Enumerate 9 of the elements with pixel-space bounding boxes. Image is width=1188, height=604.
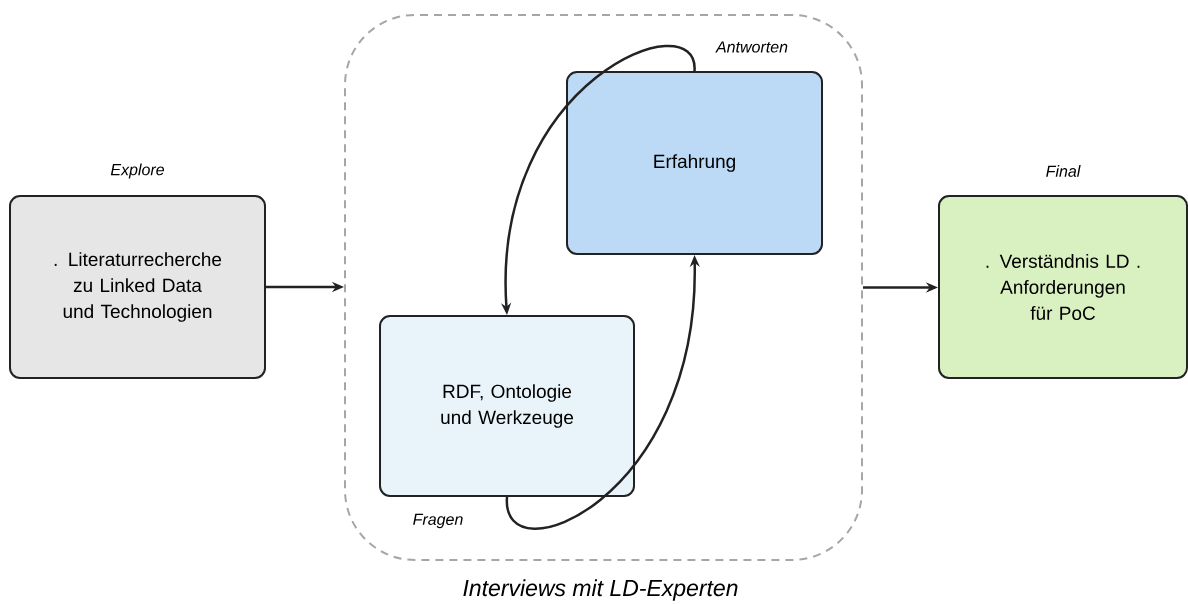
group-title: Interviews mit LD-Experten [463, 579, 738, 601]
edge-label: Fragen [411, 512, 465, 530]
heading-label: Explore [110, 163, 165, 179]
process-box: . Literaturrecherche zu Linked Data und Technologien [9, 195, 266, 379]
process-box: RDF, Ontologie und Werkzeuge [379, 315, 635, 497]
heading-label: Final [1046, 165, 1081, 177]
edge-label: Antworten [715, 40, 790, 54]
process-box: Erfahrung [566, 71, 823, 255]
process-box: . Verständnis LD . Anforderungen für PoC [938, 195, 1188, 379]
